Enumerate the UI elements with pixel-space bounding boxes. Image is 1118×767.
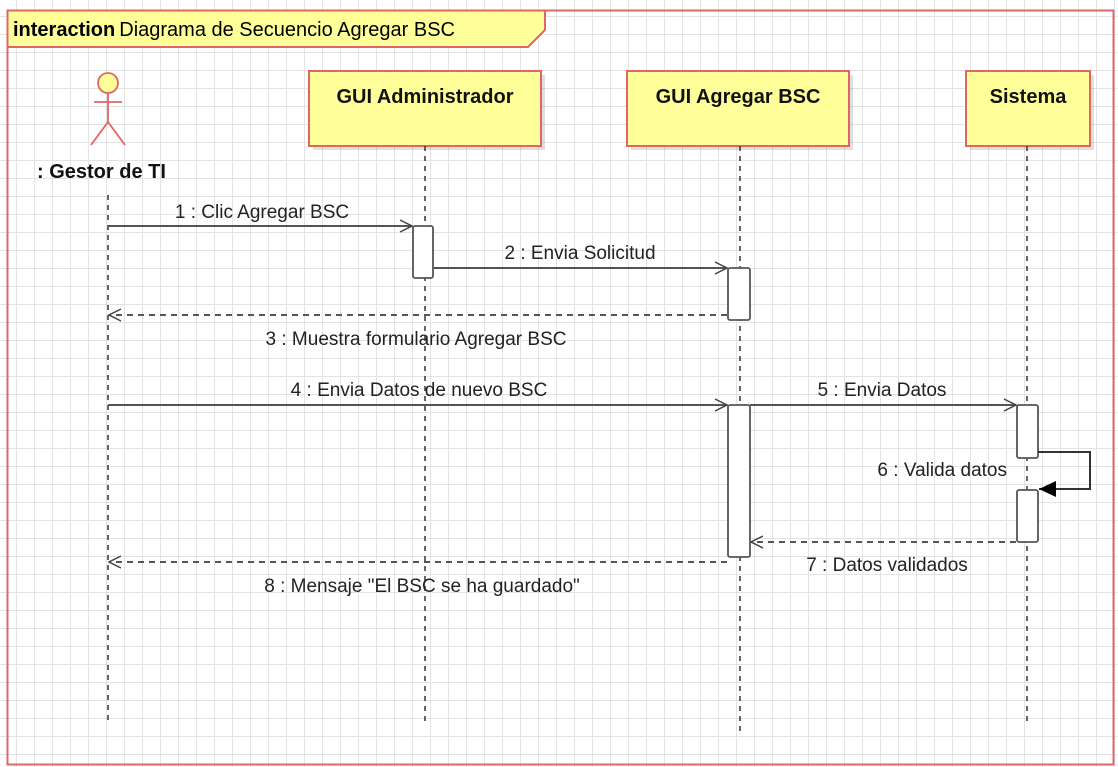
message-label-1: 1 : Clic Agregar BSC bbox=[175, 202, 349, 223]
message-label-8: 8 : Mensaje "El BSC se ha guardado" bbox=[264, 576, 580, 597]
frame-keyword: interaction bbox=[13, 19, 115, 41]
message-label-4: 4 : Envia Datos de nuevo BSC bbox=[291, 380, 548, 401]
message-label-7: 7 : Datos validados bbox=[806, 555, 968, 576]
lifeline-label-gui-agregar-bsc: GUI Agregar BSC bbox=[656, 86, 821, 108]
lifeline-box-sistema[interactable]: Sistema bbox=[965, 70, 1094, 150]
activation-bar bbox=[727, 404, 751, 558]
message-label-5: 5 : Envia Datos bbox=[818, 380, 947, 401]
lifeline-label-sistema: Sistema bbox=[990, 86, 1068, 108]
stick-figure-icon[interactable] bbox=[90, 72, 126, 146]
message-label-2: 2 : Envia Solicitud bbox=[504, 243, 655, 264]
message-label-6: 6 : Valida datos bbox=[877, 460, 1007, 481]
message-arrow-6 bbox=[1038, 451, 1091, 497]
lifeline-box-gui-agregar-bsc[interactable]: GUI Agregar BSC bbox=[626, 70, 853, 150]
activation-bar bbox=[1016, 489, 1039, 543]
interaction-frame bbox=[6, 9, 1115, 766]
actor-label: : Gestor de TI bbox=[37, 161, 166, 183]
activation-bar bbox=[727, 267, 751, 321]
activation-bar bbox=[1016, 404, 1039, 459]
activation-bar bbox=[412, 225, 434, 279]
message-label-3: 3 : Muestra formulario Agregar BSC bbox=[266, 329, 567, 350]
lifeline-box-gui-administrador[interactable]: GUI Administrador bbox=[308, 70, 545, 150]
frame-tab bbox=[6, 9, 546, 48]
frame-title: Diagrama de Secuencio Agregar BSC bbox=[119, 19, 455, 41]
lifeline-label-gui-administrador: GUI Administrador bbox=[336, 86, 513, 108]
